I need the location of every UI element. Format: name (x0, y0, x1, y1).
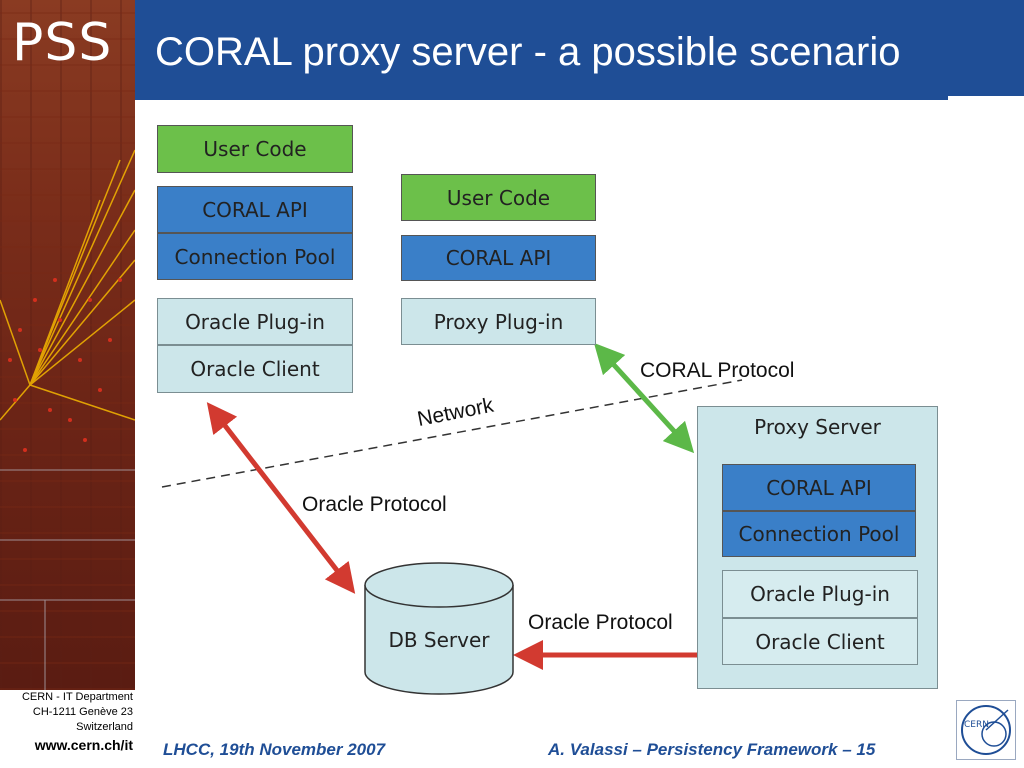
footer-address: CERN - IT Department CH-1211 Genève 23 S… (0, 690, 135, 768)
cern-logo-text: CERN (964, 720, 989, 730)
left-oracle-client-box: Oracle Client (157, 345, 353, 393)
address-line-1: CERN - IT Department (21, 691, 133, 703)
proxy-oracle-client-box: Oracle Client (722, 618, 918, 665)
proxy-server-title: Proxy Server (754, 415, 881, 439)
footer-author-info: A. Valassi – Persistency Framework – 15 (548, 740, 876, 759)
middle-proxy-plugin-box: Proxy Plug-in (401, 298, 596, 345)
particle-tracks-graphic (0, 149, 135, 690)
proxy-coral-api-box: CORAL API (722, 464, 916, 511)
left-coral-api-box: CORAL API (157, 186, 353, 233)
middle-user-code-box: User Code (401, 174, 596, 221)
title-underline (948, 96, 1024, 100)
left-user-code-box: User Code (157, 125, 353, 173)
title-bar: CORAL proxy server - a possible scenario (135, 0, 1024, 100)
pss-logo: PSS (12, 13, 113, 73)
middle-coral-api-box: CORAL API (401, 235, 596, 281)
proxy-oracle-plugin-box: Oracle Plug-in (722, 570, 918, 618)
address-line-3: Switzerland (76, 721, 133, 733)
oracle-protocol-label-bottom: Oracle Protocol (528, 611, 673, 634)
proxy-connection-pool-box: Connection Pool (722, 511, 916, 557)
coral-protocol-arrow (593, 342, 695, 454)
left-oracle-plugin-box: Oracle Plug-in (157, 298, 353, 345)
website-link[interactable]: www.cern.ch/it (34, 737, 133, 753)
address-line-2: CH-1211 Genève 23 (32, 706, 133, 718)
network-boundary-line (161, 379, 743, 488)
oracle-protocol-arrow-left (206, 402, 356, 594)
sidebar-decoration: PSS (0, 0, 135, 690)
oracle-protocol-label-left: Oracle Protocol (302, 493, 447, 516)
cern-logo-icon: CERN (956, 700, 1016, 760)
coral-protocol-label: CORAL Protocol (640, 359, 795, 382)
db-server-cylinder (364, 562, 514, 695)
footer-event: LHCC, 19th November 2007 (163, 740, 386, 759)
slide-title: CORAL proxy server - a possible scenario (155, 30, 901, 74)
left-connection-pool-box: Connection Pool (157, 233, 353, 280)
db-server-label: DB Server (388, 628, 490, 652)
